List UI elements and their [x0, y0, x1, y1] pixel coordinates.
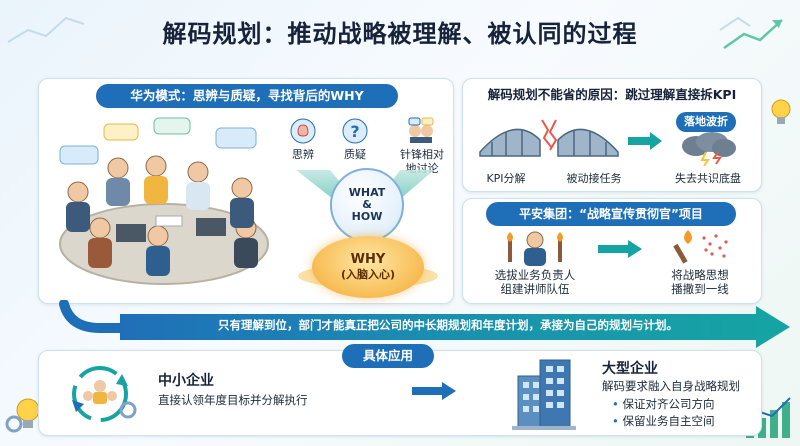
large-enterprise-desc: 解码要求融入自身战略规划: [602, 379, 740, 393]
banner-text: 只有理解到位，部门才能真正把公司的中长期规划和年度计划，承接为自己的规划与计划。: [218, 318, 678, 332]
broken-bridge-icon: [479, 119, 619, 157]
brain-icon: [290, 118, 316, 144]
page-title: 解码规划：推动战略被理解、被认同的过程: [162, 20, 638, 48]
method-label-2: 质疑: [344, 148, 366, 161]
reason-heading: 解码规划不能省的原因：跳过理解直接拆KPI: [487, 87, 737, 102]
meeting-illustration: [59, 117, 269, 285]
large-bullet-1: • 保证对齐公司方向: [612, 396, 714, 412]
pingan-right-text: 将战略思想 播撒到一线: [671, 268, 729, 296]
what-how-text: WHAT & HOW: [348, 186, 386, 223]
bullet-dot: •: [612, 397, 619, 411]
lightbulb-gear-icon: [4, 392, 44, 436]
arrow-right-icon-3: [412, 382, 456, 400]
office-building-icon: [512, 359, 576, 430]
arrow-right-icon: [628, 132, 662, 150]
arrow-right-icon-2: [598, 240, 642, 258]
large-bullet-2: • 保留业务自主空间: [612, 413, 714, 429]
large-bullet-1-text: 保证对齐公司方向: [622, 397, 715, 411]
large-enterprise-title: 大型企业: [602, 361, 658, 377]
lightbulb-icon: [770, 98, 792, 128]
why-subtext: (入脑入心): [340, 268, 396, 281]
cloud-badge: 落地波折: [676, 112, 736, 132]
why-text: WHY: [350, 252, 386, 267]
reason-item-1: KPI分解: [486, 172, 526, 185]
reason-item-3: 失去共识底盘: [675, 172, 741, 185]
torch-scatter-icon: [673, 230, 728, 264]
application-heading: 具体应用: [342, 344, 434, 368]
method-label-1: 思辨: [292, 148, 314, 161]
svg-text:?: ?: [350, 122, 359, 141]
large-bullet-2-text: 保留业务自主空间: [622, 414, 715, 428]
pingan-left-text: 选拔业务负责人 组建讲师队伍: [494, 268, 576, 296]
speaker-with-torches-icon: [507, 231, 563, 266]
huawei-heading: 华为模式：思辨与质疑，寻找背后的WHY: [96, 84, 398, 108]
what-how-bubble: WHAT & HOW: [330, 168, 404, 242]
bullet-dot: •: [612, 414, 619, 428]
question-icon: ?: [342, 118, 368, 144]
why-bubble: WHY (入脑入心): [312, 236, 424, 298]
cycle-team-icon: [72, 366, 137, 422]
banner-arrow: [59, 300, 790, 348]
small-enterprise-title: 中小企业: [158, 373, 214, 389]
small-enterprise-desc: 直接认领年度目标并分解执行: [158, 393, 308, 407]
debate-icon: [406, 116, 436, 144]
pingan-heading: 平安集团：“战略宣传贯彻官”项目: [486, 202, 736, 226]
storm-cloud-icon: [682, 132, 736, 166]
reason-item-2: 被动接任务: [566, 172, 622, 185]
